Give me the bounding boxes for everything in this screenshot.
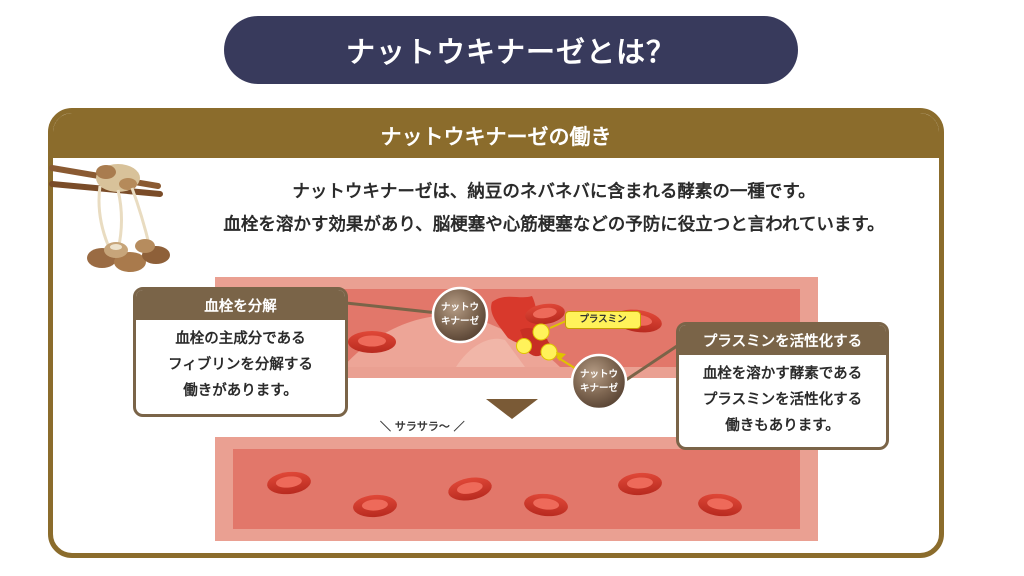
chopsticks-natto-icon [49,164,170,272]
smooth-label: ＼ サラサラ〜 ／ [380,420,465,433]
enzyme-circle-top [431,286,489,344]
down-arrow-icon [486,399,538,419]
callout-activate-title: プラスミンを活性化する [679,325,886,355]
enzyme-label-top: ナットウ キナーゼ [440,302,479,327]
callout-decompose: 血栓を分解 血栓の主成分である フィブリンを分解する 働きがあります。 [133,287,348,417]
callout-activate-line: 血栓を溶かす酵素である [702,366,863,382]
plasmin-label: プラスミン [565,311,641,329]
callout-decompose-line: フィブリンを分解する [168,357,313,373]
page-title: ナットウキナーゼとは？ [224,16,798,84]
callout-activate-line: 働きもあります。 [725,418,840,434]
enzyme-label-bottom: ナットウ キナーゼ [579,369,618,394]
plasmin-particles [516,320,582,373]
blood-vessel-clear [215,437,818,541]
enzyme-circle-bottom [570,353,628,411]
description-line-2: 血栓を溶かす効果があり、脳梗塞や心筋梗塞などの予防に役立つと言われています。 [223,215,885,235]
description-line-1: ナットウキナーゼは、納豆のネバネバに含まれる酵素の一種です。 [292,182,816,202]
callout-activate: プラスミンを活性化する 血栓を溶かす酵素である プラスミンを活性化する 働きもあ… [676,322,889,450]
callout-decompose-line: 血栓の主成分である [175,331,306,347]
callout-decompose-title: 血栓を分解 [136,290,345,320]
section-title: ナットウキナーゼの働き [53,113,939,158]
callout-decompose-line: 働きがあります。 [183,383,298,399]
callout-activate-line: プラスミンを活性化する [702,392,863,408]
red-blood-cell-icon [267,471,742,518]
description: ナットウキナーゼは、納豆のネバネバに含まれる酵素の一種です。 血栓を溶かす効果が… [0,176,1024,242]
